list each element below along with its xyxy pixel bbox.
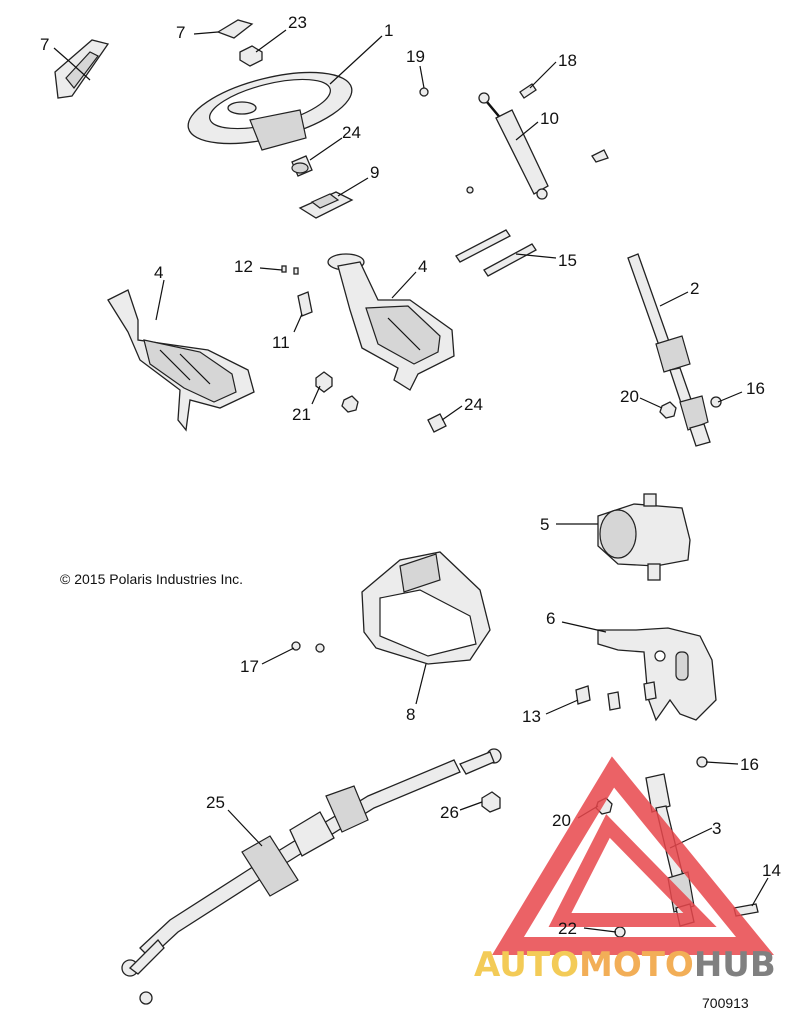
part-20-nut-upper: [659, 401, 677, 419]
callout-7-top: 7: [176, 23, 185, 42]
watermark-hub: HUB: [694, 945, 776, 985]
callout-5: 5: [540, 515, 549, 534]
part-8-shroud: [361, 551, 491, 665]
callout-19: 19: [406, 47, 425, 66]
part-24-bushing-top: [291, 155, 313, 177]
callout-8: 8: [406, 705, 415, 724]
callout-6: 6: [546, 609, 555, 628]
callout-20-upper: 20: [620, 387, 639, 406]
part-22-nut: [614, 926, 626, 938]
part-18-bolt: [519, 83, 537, 99]
watermark: AUTOMOTOHUB: [474, 756, 776, 985]
copyright-text: © 2015 Polaris Industries Inc.: [60, 571, 243, 587]
part-12-screws: [281, 265, 299, 275]
callout-16-lower: 16: [740, 755, 759, 774]
part-25-steering-rack: [121, 748, 502, 1005]
part-9-tilt-latch: [298, 191, 354, 219]
part-6-mounting-bracket: [597, 627, 717, 722]
callout-21: 21: [292, 405, 311, 424]
watermark-auto: AUTO: [474, 945, 579, 985]
callout-9: 9: [370, 163, 379, 182]
part-5-power-steering-unit: [597, 493, 691, 581]
callout-4-right: 4: [418, 257, 427, 276]
callout-14: 14: [762, 861, 781, 880]
part-4-column-bracket-right: [327, 253, 455, 391]
document-id: 700913: [702, 995, 749, 1011]
part-17-screws: [291, 641, 325, 653]
callout-24-top: 24: [342, 123, 361, 142]
part-7-wheel-cover-left: [54, 39, 110, 99]
callout-4-left: 4: [154, 263, 163, 282]
part-26-nut: [481, 791, 501, 813]
part-16-bolt-upper: [710, 396, 722, 408]
callout-20-lower: 20: [552, 811, 571, 830]
part-2-upper-steering-shaft: [627, 253, 711, 447]
callout-26: 26: [440, 803, 459, 822]
part-11-clip: [297, 291, 313, 317]
callout-18: 18: [558, 51, 577, 70]
part-23-nut: [239, 45, 263, 67]
callout-24-mid: 24: [464, 395, 483, 414]
svg-text:AUTOMOTOHUB: AUTOMOTOHUB: [474, 945, 776, 985]
watermark-triangle-outer: [492, 756, 774, 955]
part-16-bolt-lower: [696, 756, 708, 768]
callout-12: 12: [234, 257, 253, 276]
callout-25: 25: [206, 793, 225, 812]
callout-labels: 7 7 23 1 19 18 10 24 9 12 15 4 4 2 11 21…: [40, 13, 781, 938]
part-19-fastener: [419, 87, 429, 97]
callout-13: 13: [522, 707, 541, 726]
part-13-bolts: [575, 681, 657, 711]
callout-15: 15: [558, 251, 577, 270]
callout-22: 22: [558, 919, 577, 938]
callout-23: 23: [288, 13, 307, 32]
callout-10: 10: [540, 109, 559, 128]
callout-3: 3: [712, 819, 721, 838]
watermark-triangle-inner: [548, 814, 717, 927]
part-1-steering-wheel: [187, 71, 353, 151]
callout-17: 17: [240, 657, 259, 676]
part-15-long-bolts: [455, 229, 537, 277]
callout-11: 11: [272, 333, 290, 352]
callout-1: 1: [384, 21, 393, 40]
callout-7-left: 7: [40, 35, 49, 54]
watermark-moto: MOTO: [579, 945, 694, 985]
part-21-nut: [315, 371, 359, 413]
part-24-bushing-mid: [427, 413, 447, 433]
part-7-wheel-cover-top: [216, 19, 254, 39]
callout-16-upper: 16: [746, 379, 765, 398]
part-10-gas-strut: [466, 92, 609, 200]
part-4-column-bracket-left: [107, 289, 255, 432]
callout-2: 2: [690, 279, 699, 298]
